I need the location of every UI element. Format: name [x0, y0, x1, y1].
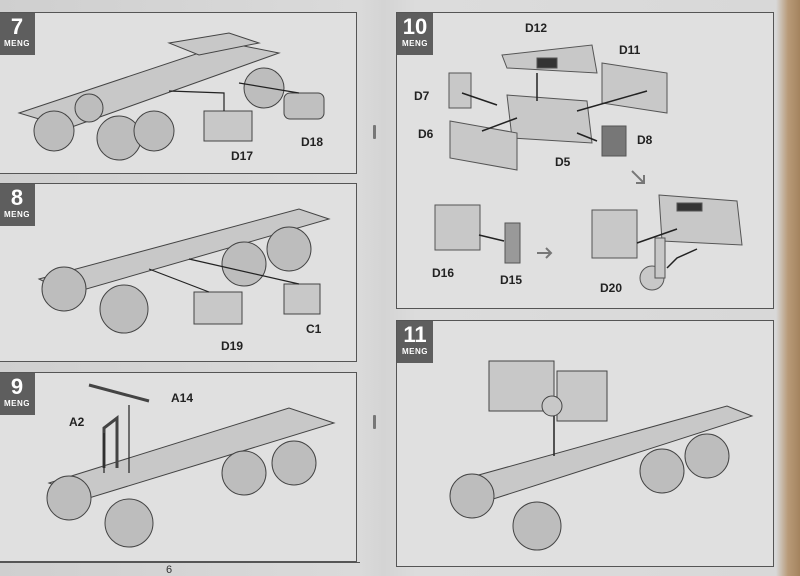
part-label: D19 [221, 339, 244, 353]
page-number: 6 [166, 564, 173, 576]
part-label: D12 [525, 21, 548, 35]
part-label: D6 [418, 127, 434, 141]
brand-logo: MENG [4, 210, 30, 219]
page-rule [0, 562, 360, 563]
part-label: D5 [555, 155, 571, 169]
part-a14-illustration [88, 383, 150, 403]
part-label: A2 [69, 415, 85, 429]
brand-logo: MENG [402, 347, 428, 356]
part-label: D20 [600, 281, 623, 295]
staple [373, 415, 376, 429]
part-label: D8 [637, 133, 653, 147]
part-d18-illustration [283, 92, 325, 120]
step-number: 9 [10, 374, 24, 399]
staple [373, 125, 376, 139]
part-d19-illustration [193, 291, 243, 325]
step-number: 10 [402, 14, 428, 39]
part-c1-illustration [283, 283, 321, 315]
brand-logo: MENG [4, 399, 30, 408]
step-number: 7 [10, 14, 24, 39]
part-label: D17 [231, 149, 254, 163]
part-label: D7 [414, 89, 430, 103]
truck-assembly-illustration [449, 360, 754, 551]
assembly-illustration [434, 44, 743, 291]
part-label: D11 [619, 43, 641, 57]
step-number: 8 [10, 185, 24, 210]
part-label: A14 [171, 391, 194, 405]
part-label: D15 [500, 273, 523, 287]
step-number: 11 [403, 322, 427, 347]
truck-chassis-illustration [17, 32, 325, 161]
brand-logo: MENG [4, 39, 30, 48]
truck-chassis-illustration [46, 383, 336, 548]
truck-chassis-illustration [37, 208, 331, 334]
part-a2-illustration [102, 414, 119, 468]
part-d17-illustration [203, 110, 253, 142]
part-label: D18 [301, 135, 324, 149]
part-label: C1 [306, 322, 322, 336]
part-label: D16 [432, 266, 455, 280]
brand-logo: MENG [402, 39, 428, 48]
